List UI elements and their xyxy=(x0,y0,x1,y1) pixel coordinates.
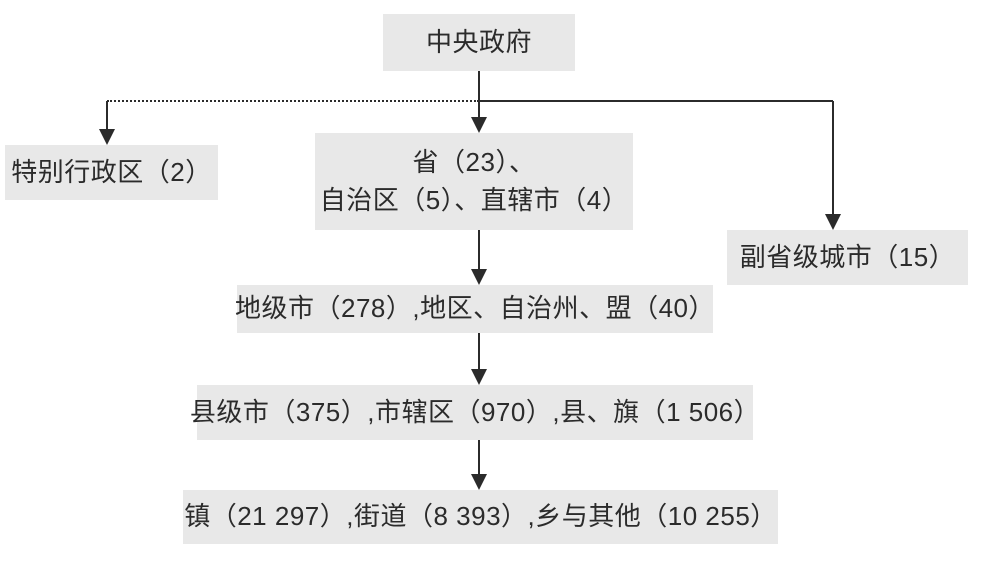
connector-to-sar xyxy=(106,101,108,130)
node-special-administrative-regions: 特别行政区（2） xyxy=(5,145,218,200)
arrow-down-icon xyxy=(471,269,487,285)
node-sub-provincial-cities: 副省级城市（15） xyxy=(727,230,968,285)
arrow-down-icon xyxy=(471,474,487,490)
connector-county-to-township xyxy=(478,440,480,475)
arrow-down-icon xyxy=(99,129,115,145)
arrow-down-icon xyxy=(471,369,487,385)
arrow-down-icon xyxy=(471,117,487,133)
connector-solid-branch-right xyxy=(479,100,833,102)
connector-provinces-to-prefecture xyxy=(478,230,480,270)
node-prefecture-level: 地级市（278）,地区、自治州、盟（40） xyxy=(234,285,716,333)
node-label: 县级市（375）,市辖区（970）,县、旗（1 506） xyxy=(189,396,761,427)
node-county-level: 县级市（375）,市辖区（970）,县、旗（1 506） xyxy=(190,385,760,440)
node-label-line2: 自治区（5）、直辖市（4） xyxy=(319,184,629,215)
arrow-down-icon xyxy=(825,214,841,230)
node-township-level: 镇（21 297）,街道（8 393）,乡与其他（10 255） xyxy=(183,490,778,544)
node-provinces-autonomous-regions-municipalities: 省（23）、 自治区（5）、直辖市（4） xyxy=(315,133,633,230)
connector-dotted-branch-left xyxy=(107,100,479,102)
node-label: 副省级城市（15） xyxy=(739,241,956,272)
node-central-government: 中央政府 xyxy=(383,14,575,71)
connector-to-subprovincial xyxy=(832,101,834,215)
node-label-line1: 省（23）、 xyxy=(412,146,536,177)
connector-central-to-provinces xyxy=(478,71,480,118)
node-label: 地级市（278）,地区、自治州、盟（40） xyxy=(234,293,716,324)
node-label: 镇（21 297）,街道（8 393）,乡与其他（10 255） xyxy=(184,501,777,532)
connector-prefecture-to-county xyxy=(478,333,480,370)
node-label: 中央政府 xyxy=(425,26,532,57)
node-label: 特别行政区（2） xyxy=(11,156,212,187)
